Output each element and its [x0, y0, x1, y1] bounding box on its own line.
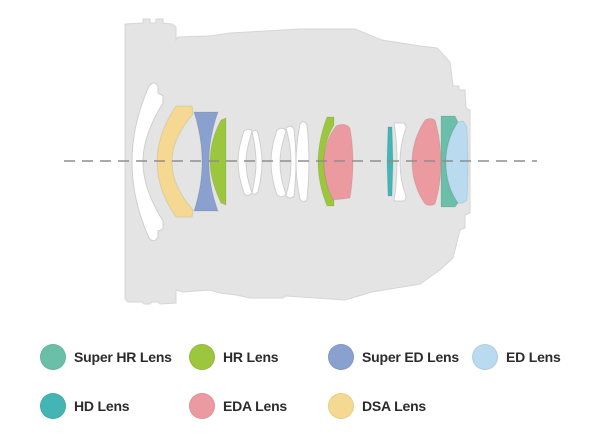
- legend-label: ED Lens: [506, 349, 561, 365]
- lens-element-11: [323, 123, 354, 201]
- legend-item-dsa-lens: DSA Lens: [328, 391, 426, 421]
- ed-lens-swatch-icon: [472, 344, 498, 370]
- legend-item-hd-lens: HD Lens: [40, 391, 130, 421]
- lens-element-14: [411, 118, 442, 206]
- lens-construction-diagram: [64, 18, 537, 305]
- legend-item-super-ed-lens: Super ED Lens: [328, 342, 459, 372]
- lens-element-8: [285, 125, 297, 199]
- lens-element-3: [193, 111, 219, 212]
- legend-label: EDA Lens: [223, 398, 288, 414]
- lens-element-7: [270, 127, 287, 198]
- eda-lens-swatch-icon: [189, 393, 215, 419]
- legend-item-ed-lens: ED Lens: [472, 342, 561, 372]
- lens-element-2: [156, 105, 194, 218]
- super-ed-lens-swatch-icon: [328, 344, 354, 370]
- super-hr-lens-swatch-icon: [40, 344, 66, 370]
- legend-item-super-hr-lens: Super HR Lens: [40, 342, 172, 372]
- hr-lens-swatch-icon: [189, 344, 215, 370]
- legend-label: DSA Lens: [362, 398, 427, 414]
- lens-element-13: [393, 122, 407, 202]
- legend-label: HD Lens: [74, 398, 130, 414]
- legend-item-eda-lens: EDA Lens: [189, 391, 287, 421]
- legend-label: Super HR Lens: [74, 349, 172, 365]
- legend-item-hr-lens: HR Lens: [189, 342, 279, 372]
- lens-element-1: [131, 82, 164, 242]
- hd-lens-swatch-icon: [40, 393, 66, 419]
- legend-label: Super ED Lens: [362, 349, 459, 365]
- lens-element-6: [251, 129, 263, 195]
- dsa-lens-swatch-icon: [328, 393, 354, 419]
- legend-label: HR Lens: [223, 349, 279, 365]
- lens-element-16: [445, 120, 469, 204]
